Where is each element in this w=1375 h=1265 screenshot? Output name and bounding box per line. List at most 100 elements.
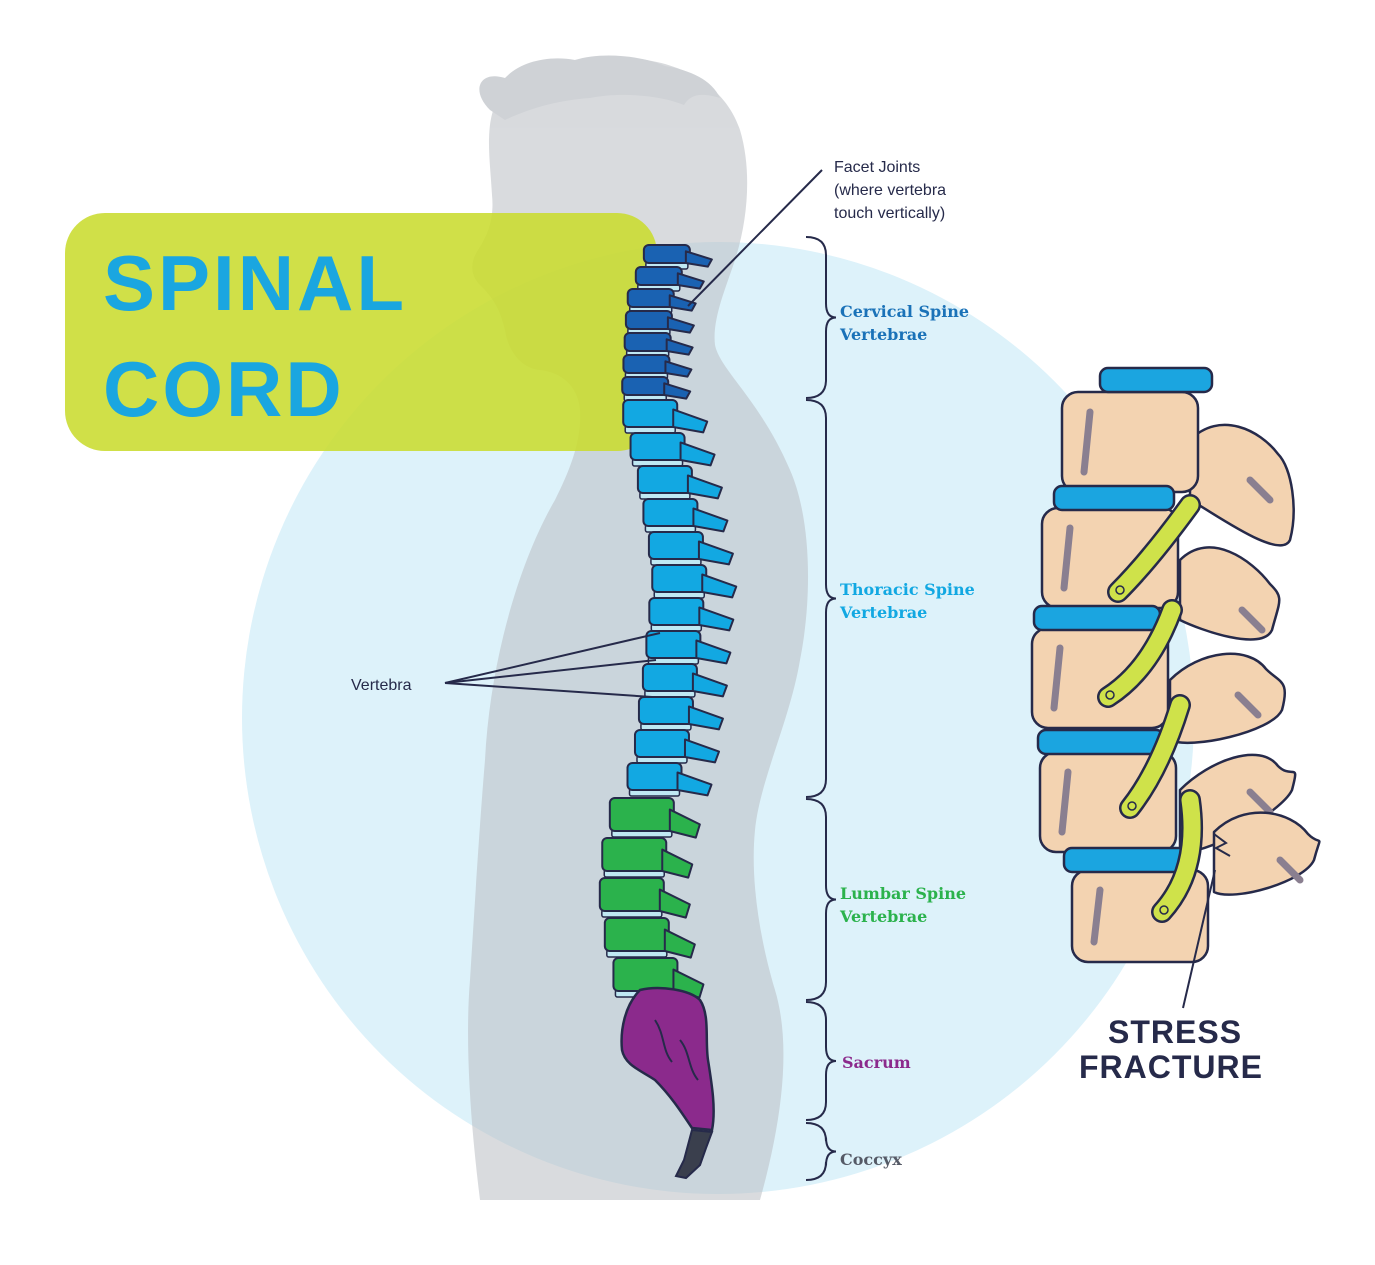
brace-thoracic bbox=[805, 399, 837, 798]
spinous-process bbox=[672, 408, 709, 434]
posterior-process bbox=[1168, 652, 1287, 745]
vertebra-body bbox=[629, 432, 686, 461]
title-line-1: SPINAL bbox=[103, 239, 407, 327]
sacrum-bone bbox=[620, 986, 715, 1132]
vertebra-body bbox=[647, 531, 704, 560]
vertebra-body bbox=[624, 310, 673, 330]
cervical-label-2: Vertebrae bbox=[839, 325, 927, 344]
facet-joints-leader bbox=[687, 169, 823, 307]
vertebra-body bbox=[598, 877, 665, 912]
body-ridge bbox=[1050, 644, 1064, 712]
section-braces bbox=[805, 236, 837, 1181]
coccyx-label: Coccyx bbox=[840, 1150, 902, 1169]
fracture-mark bbox=[1213, 833, 1231, 857]
spinous-process bbox=[663, 928, 696, 959]
facet-joints-label-3: touch vertically) bbox=[834, 205, 945, 222]
spinous-process bbox=[686, 474, 723, 500]
vertebra-body bbox=[603, 917, 670, 952]
spinous-process bbox=[665, 338, 694, 356]
vertebra-body bbox=[648, 597, 705, 626]
vertebra-body bbox=[612, 957, 679, 992]
thoracic-label-2: Vertebrae bbox=[839, 603, 927, 622]
nerve-end bbox=[1115, 585, 1125, 595]
process-ridge bbox=[1246, 788, 1274, 816]
sacrum-label: Sacrum bbox=[842, 1053, 911, 1072]
process-ridge bbox=[1234, 691, 1262, 719]
vertebra-leader-1 bbox=[444, 632, 661, 684]
spinous-process bbox=[676, 272, 705, 290]
vertebra-body bbox=[608, 797, 675, 832]
closeup-disc bbox=[1098, 366, 1214, 394]
closeup-disc bbox=[1032, 604, 1162, 632]
vertebra-leader-3 bbox=[444, 682, 653, 698]
spinous-process bbox=[695, 639, 732, 665]
spinous-process bbox=[683, 738, 720, 764]
spinous-process bbox=[668, 808, 701, 839]
vertebra-label: Vertebra bbox=[351, 677, 412, 694]
thoracic-label-1: Thoracic Spine bbox=[840, 580, 975, 599]
spinous-process bbox=[664, 360, 693, 378]
vertebra-body bbox=[634, 266, 683, 286]
vertebra-body bbox=[623, 332, 672, 352]
nerve-end bbox=[1105, 690, 1115, 700]
vertebra-leader-2 bbox=[444, 659, 657, 684]
spinous-process bbox=[697, 540, 734, 566]
spinous-process bbox=[698, 606, 735, 632]
closeup-disc bbox=[1062, 846, 1190, 874]
coccyx-bone bbox=[674, 1128, 714, 1180]
posterior-process bbox=[1188, 423, 1295, 547]
vertebra-body bbox=[636, 465, 693, 494]
spinous-process bbox=[658, 888, 691, 919]
brace-coccyx bbox=[805, 1122, 837, 1181]
nerve-root bbox=[1121, 696, 1189, 817]
vertebra-body bbox=[641, 663, 698, 692]
spinous-process bbox=[663, 382, 692, 400]
posterior-process bbox=[1212, 811, 1321, 896]
vertebra-body bbox=[651, 564, 708, 593]
vertebra-body bbox=[642, 498, 699, 527]
stress-fracture-label-1: STRESS bbox=[1108, 1014, 1242, 1050]
brace-sacrum bbox=[805, 1001, 837, 1121]
body-ridge bbox=[1080, 408, 1094, 476]
title-line-2: CORD bbox=[103, 345, 345, 433]
cervical-label-1: Cervical Spine bbox=[840, 302, 969, 321]
lumbar-label-2: Vertebrae bbox=[839, 907, 927, 926]
vertebra-body bbox=[621, 376, 670, 396]
process-ridge bbox=[1238, 606, 1266, 634]
vertebra-body bbox=[601, 837, 668, 872]
facet-joints-label-2: (where vertebra bbox=[834, 182, 946, 199]
body-ridge bbox=[1058, 768, 1072, 836]
nerve-root bbox=[1099, 601, 1181, 706]
facet-joints-label-1: Facet Joints bbox=[834, 159, 920, 176]
brace-cervical bbox=[805, 236, 837, 399]
stress-fracture-leader bbox=[1182, 869, 1216, 1009]
spinous-process bbox=[661, 848, 694, 879]
spinous-process bbox=[691, 672, 728, 698]
body-ridge bbox=[1090, 886, 1104, 946]
vertebra-body bbox=[626, 762, 683, 791]
spinous-process bbox=[692, 507, 729, 533]
nerve-root bbox=[1153, 791, 1201, 921]
title-box bbox=[65, 213, 657, 451]
posterior-process bbox=[1178, 546, 1281, 641]
vertebra-body bbox=[642, 244, 691, 264]
vertebra-body bbox=[622, 354, 671, 374]
nerve-end bbox=[1159, 905, 1169, 915]
lumbar-label-1: Lumbar Spine bbox=[840, 884, 966, 903]
nerve-end bbox=[1127, 801, 1137, 811]
spinous-process bbox=[679, 441, 716, 467]
vertebra-body bbox=[633, 729, 690, 758]
stress-fracture-label-2: FRACTURE bbox=[1079, 1049, 1263, 1085]
closeup-vertebra-body bbox=[1060, 390, 1200, 494]
body-ridge bbox=[1060, 524, 1074, 592]
spinous-process bbox=[668, 294, 697, 312]
sacrum-detail bbox=[654, 1019, 699, 1081]
spinous-process bbox=[687, 705, 724, 731]
nerve-root bbox=[1109, 496, 1199, 601]
vertebra-body bbox=[637, 696, 694, 725]
process-ridge bbox=[1276, 856, 1304, 884]
spinous-process bbox=[684, 250, 713, 268]
closeup-disc bbox=[1052, 484, 1176, 512]
spinous-process bbox=[676, 771, 713, 797]
